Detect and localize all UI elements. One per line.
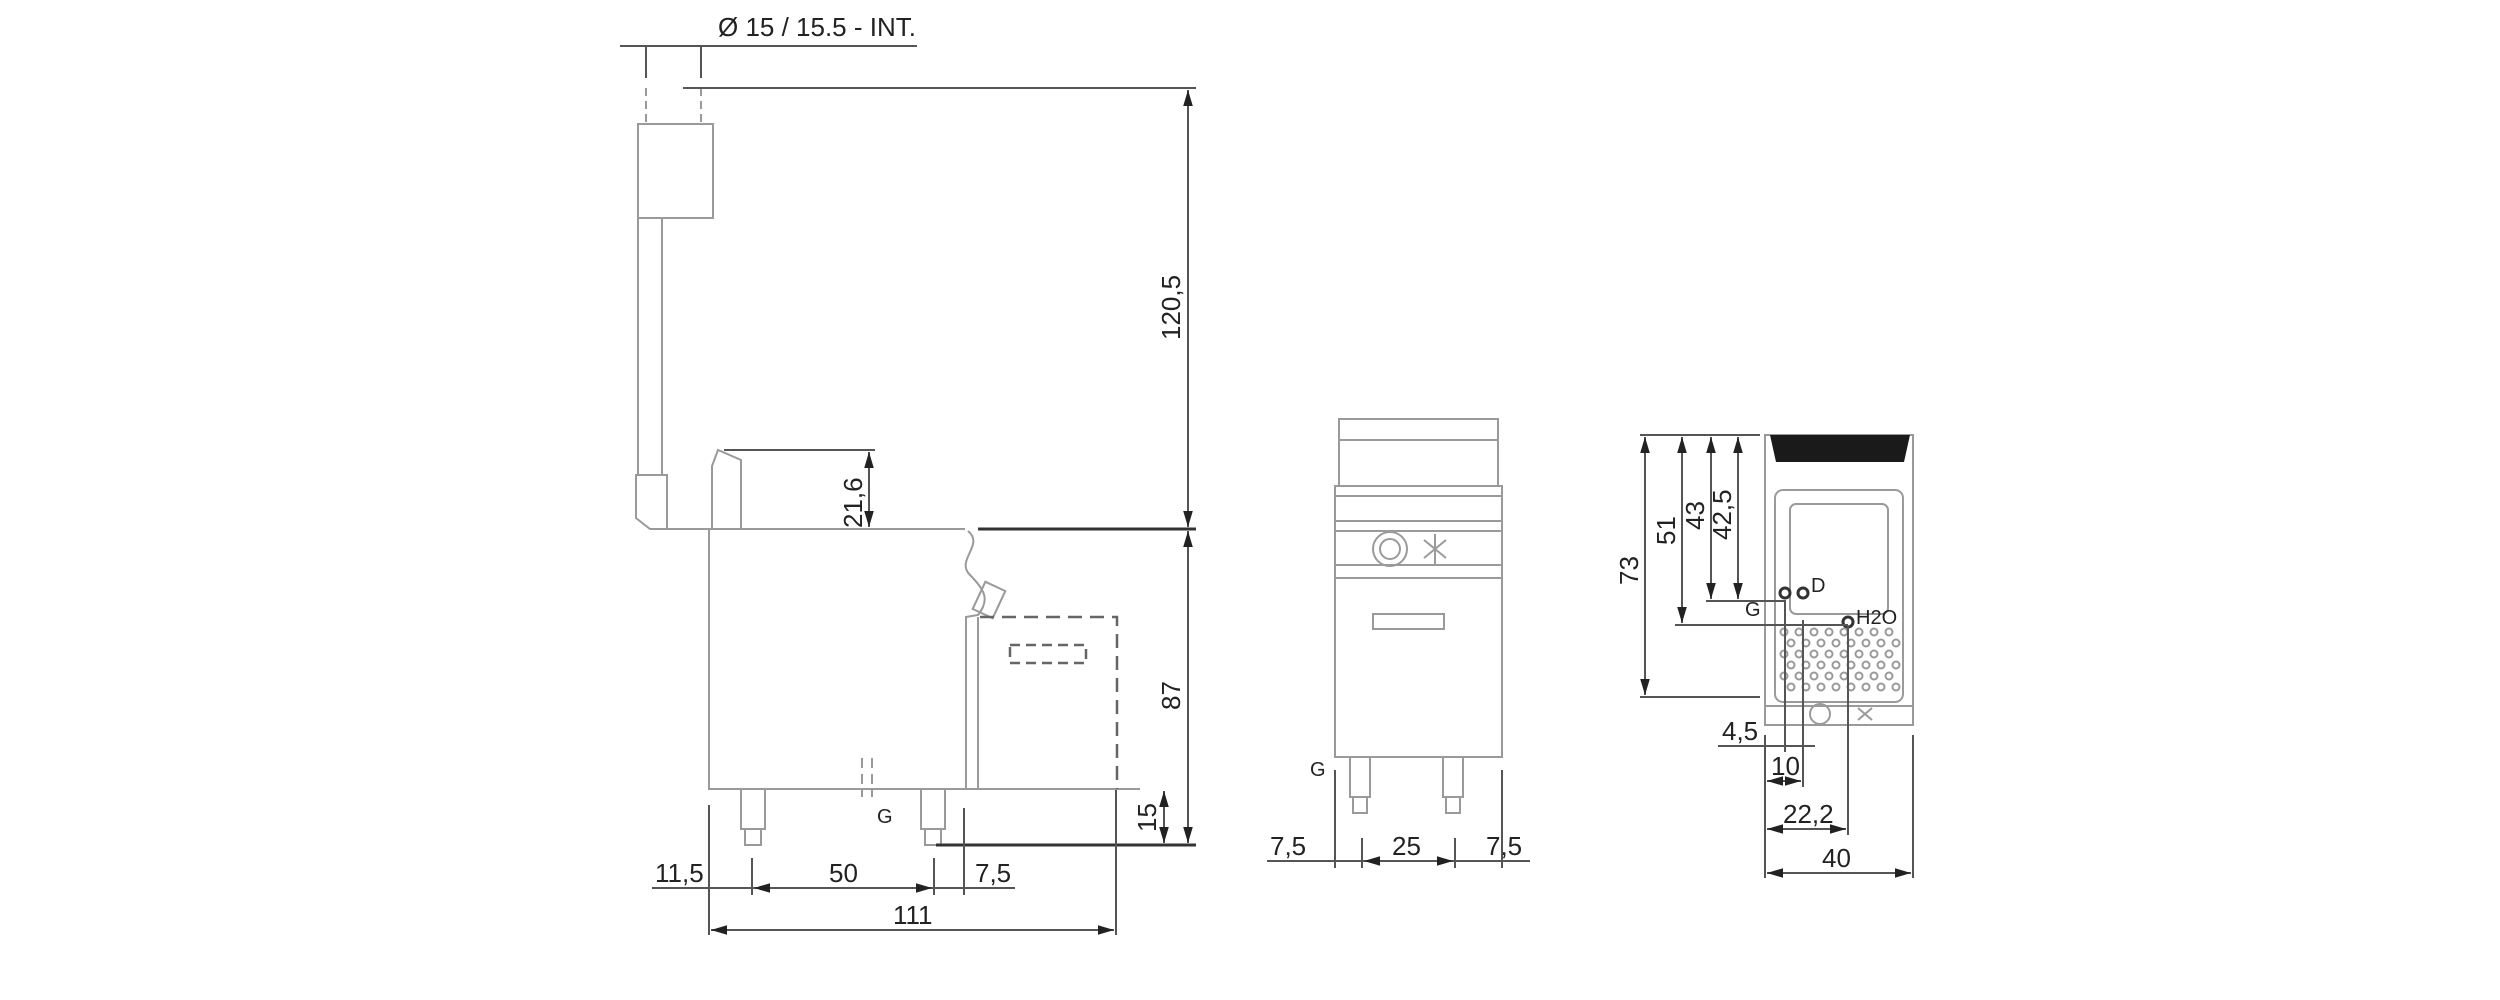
drain-connection-point	[1796, 586, 1810, 600]
dim-label: 15	[1132, 803, 1162, 832]
perforation-hole	[1876, 682, 1886, 692]
perforation-hole	[1839, 649, 1849, 659]
dimension-87: 87	[1156, 531, 1193, 843]
gas-connection-label: G	[877, 806, 893, 828]
basket-perforation	[1779, 627, 1901, 692]
flue-chimney	[635, 88, 714, 530]
perforation-hole	[1809, 671, 1819, 681]
control-knob	[1372, 531, 1408, 567]
perforation-hole	[1794, 649, 1804, 659]
dim-label: 25	[1392, 831, 1421, 861]
perforation-hole	[1891, 682, 1901, 692]
dim-label: 7,5	[1270, 831, 1306, 861]
dim-label: 51	[1651, 516, 1681, 545]
door-handle	[1372, 613, 1445, 630]
perforation-hole	[1786, 682, 1796, 692]
perforation-hole	[1831, 638, 1841, 648]
flue-diameter-label: Ø 15 / 15.5 - INT.	[718, 12, 916, 42]
dim-label: 11,5	[655, 858, 704, 888]
perforation-hole	[1839, 627, 1849, 637]
dim-label: 22,2	[1783, 799, 1834, 829]
perforation-hole	[1809, 627, 1819, 637]
perforation-hole	[1809, 649, 1819, 659]
perforation-hole	[1891, 638, 1901, 648]
perforation-hole	[1794, 671, 1804, 681]
dim-label: 120,5	[1156, 275, 1186, 340]
gas-connection-label: G	[1310, 759, 1326, 781]
perforation-hole	[1824, 649, 1834, 659]
bottom-dimensions: 11,5 50 7,5 111	[652, 790, 1117, 935]
top-controls	[1809, 703, 1873, 725]
perforation-hole	[1876, 638, 1886, 648]
perforation-hole	[1824, 671, 1834, 681]
backsplash: 21,6	[711, 448, 875, 529]
perforation-hole	[1891, 660, 1901, 670]
perforation-hole	[1884, 649, 1894, 659]
perforation-hole	[1869, 627, 1879, 637]
top-horizontal-dimensions: 4,5 10 22,2 40	[1718, 600, 1914, 878]
perforation-hole	[1816, 638, 1826, 648]
perforation-hole	[1869, 671, 1879, 681]
dim-label: 111	[893, 900, 933, 930]
perforation-hole	[1839, 671, 1849, 681]
top-view: D G H2O 73 51 43 42,5 4,5 10 22,2	[1614, 434, 1914, 878]
dim-label: 4,5	[1722, 716, 1758, 746]
dim-label: 10	[1771, 751, 1800, 781]
perforation-hole	[1884, 671, 1894, 681]
perforation-hole	[1861, 660, 1871, 670]
top-vertical-dimensions: 73 51 43 42,5	[1614, 434, 1848, 698]
cabinet-body: G	[708, 529, 1140, 828]
perforation-hole	[1831, 682, 1841, 692]
perforation-hole	[1876, 660, 1886, 670]
perforation-hole	[1861, 638, 1871, 648]
perforation-hole	[1824, 627, 1834, 637]
drain-label: D	[1811, 575, 1825, 597]
ignition-icon	[1423, 534, 1447, 564]
side-view: Ø 15 / 15.5 - INT. 120,5 21,6	[620, 12, 1196, 935]
front-bottom-dimensions: 7,5 25 7,5	[1267, 770, 1530, 868]
perforation-hole	[1854, 649, 1864, 659]
perforation-hole	[1854, 671, 1864, 681]
perforation-hole	[1816, 660, 1826, 670]
perforation-hole	[1884, 627, 1894, 637]
dimension-120-5: 120,5	[1156, 90, 1193, 527]
perforation-hole	[1861, 682, 1871, 692]
dim-label: 21,6	[838, 477, 868, 528]
perforation-hole	[1831, 660, 1841, 670]
perforation-hole	[1786, 638, 1796, 648]
dim-label: 50	[829, 858, 858, 888]
dim-label: 7,5	[975, 858, 1011, 888]
dim-label: 43	[1680, 501, 1710, 530]
flue-diameter-dimension: Ø 15 / 15.5 - INT.	[620, 12, 917, 78]
dim-label: 87	[1156, 681, 1186, 710]
legs	[740, 788, 1196, 847]
perforation-hole	[1816, 682, 1826, 692]
perforation-hole	[1794, 627, 1804, 637]
dim-label: 40	[1822, 843, 1851, 873]
perforation-hole	[1854, 627, 1864, 637]
dim-label: 7,5	[1486, 831, 1522, 861]
dimension-15: 15	[1132, 791, 1169, 843]
dim-label: 42,5	[1707, 489, 1737, 540]
dim-label: 73	[1614, 556, 1644, 585]
water-label: H2O	[1856, 607, 1897, 629]
flue-outlet	[1770, 435, 1910, 462]
front-view: G 7,5 25 7,5	[1267, 418, 1530, 868]
gas-label: G	[1745, 599, 1761, 621]
perforation-hole	[1786, 660, 1796, 670]
perforation-hole	[1869, 649, 1879, 659]
gas-connection-point	[1778, 586, 1792, 600]
